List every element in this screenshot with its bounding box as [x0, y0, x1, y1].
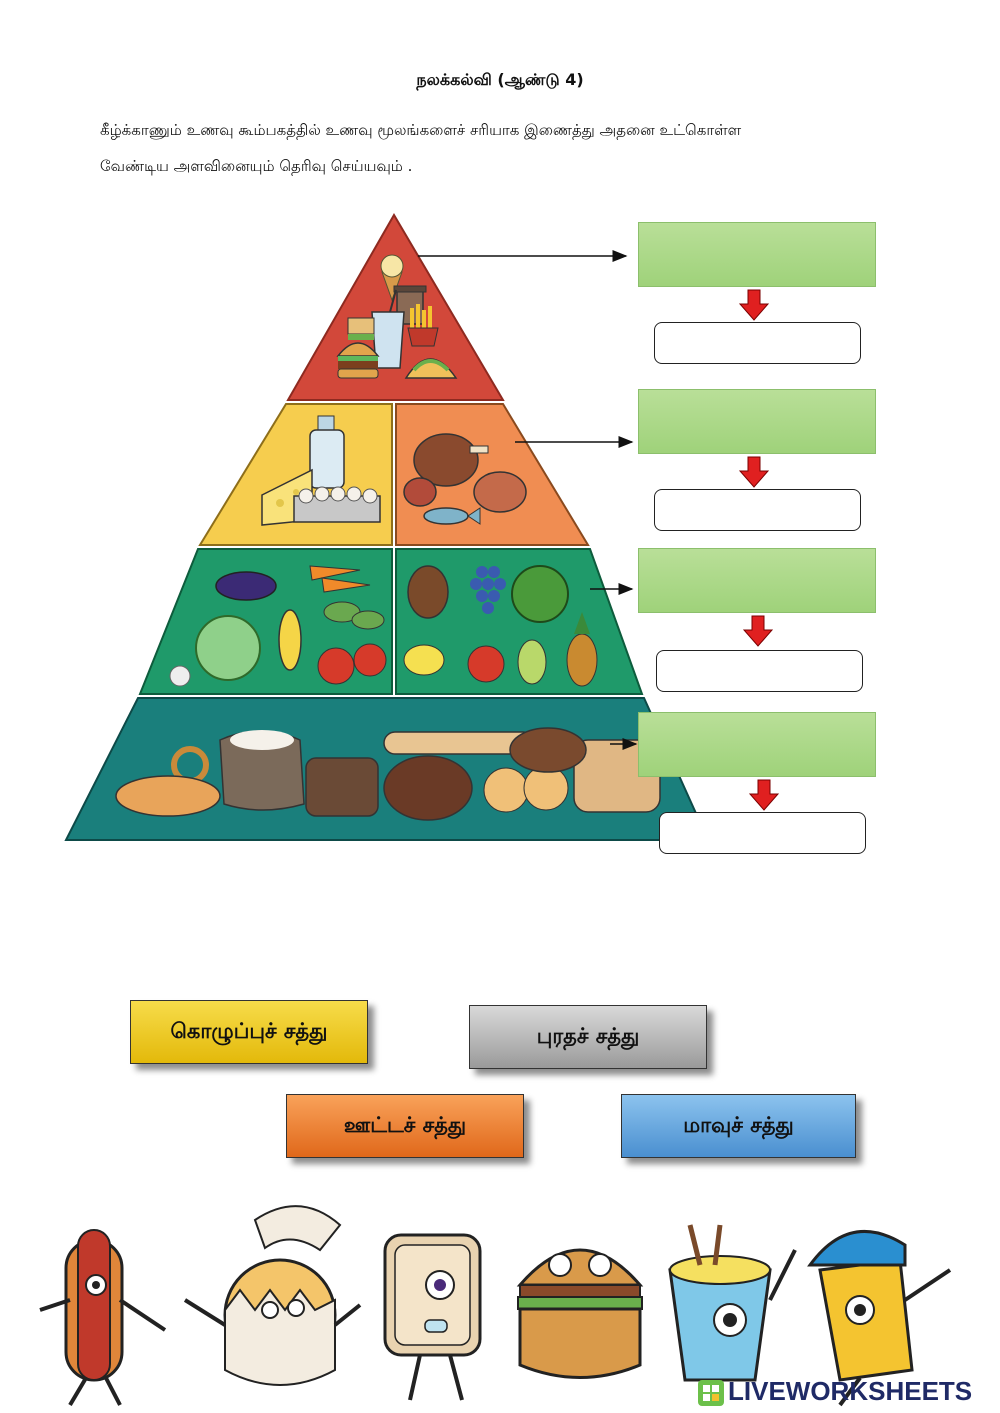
pyramid-tier-grains [64, 697, 710, 841]
burger-character-icon [516, 1248, 644, 1379]
sandwich-icon [347, 317, 375, 340]
option-protein-button[interactable]: புரதச் சத்து [469, 1005, 707, 1069]
option-fat-button[interactable]: கொழுப்புச் சத்து [130, 1000, 368, 1064]
fries-icon [407, 304, 439, 347]
fish-icon [423, 507, 481, 525]
option-carb-button[interactable]: மாவுச் சத்து [621, 1094, 856, 1158]
quantity-answer-box-1[interactable] [654, 322, 861, 364]
pear-icon [517, 639, 547, 685]
round-loaf-icon [383, 755, 473, 821]
pyramid-tier-fats [286, 213, 505, 401]
page-title: நலக்கல்வி (ஆண்டு 4) [416, 70, 584, 89]
watermelon-icon [511, 565, 569, 623]
milk-bottle-icon [309, 415, 345, 489]
option-carb-label: மாவுச் சத்து [683, 1112, 794, 1137]
baguette-icon [115, 775, 221, 817]
quantity-answer-box-2[interactable] [654, 489, 861, 531]
down-arrow-icon [742, 615, 774, 647]
down-arrow-icon [738, 289, 770, 321]
roast-chicken-icon [413, 433, 489, 487]
instruction-line-1: கீழ்க்காணும் உணவு கூம்பகத்தில் உணவு மூலங… [100, 121, 742, 139]
option-vitamin-button[interactable]: ஊட்டச் சத்து [286, 1094, 524, 1158]
tomato-icon [317, 643, 387, 685]
grapes-icon [470, 566, 506, 614]
sandwich-character-icon [383, 1233, 482, 1401]
cabbage-icon [195, 615, 261, 681]
carrot-icon [309, 565, 371, 593]
burger-icon [336, 342, 380, 379]
noodle-cup-character-icon [668, 1224, 797, 1382]
drop-zone-tier-1[interactable] [638, 222, 876, 287]
garlic-icon [169, 665, 191, 687]
apple-icon [467, 645, 505, 683]
option-fat-label: கொழுப்புச் சத்து [170, 1018, 328, 1043]
quantity-answer-box-4[interactable] [659, 812, 866, 854]
flour-sack-icon [219, 730, 305, 811]
brand-wordmark: LIVEWORKSHEETS [728, 1376, 973, 1406]
drop-zone-tier-2[interactable] [638, 389, 876, 454]
hotdog-character-icon [39, 1229, 167, 1407]
coconut-icon [407, 565, 449, 619]
pyramid-tier-vegetables-fruits [138, 548, 644, 695]
drop-zone-tier-4[interactable] [638, 712, 876, 777]
instruction-line-2: வேண்டிய அளவினையும் தெரிவு செய்யவும் . [100, 157, 413, 175]
liveworksheets-logo-icon [698, 1380, 724, 1406]
brown-bread-icon [305, 757, 379, 817]
eggplant-icon [215, 571, 277, 601]
down-arrow-icon [738, 456, 770, 488]
corn-icon [278, 609, 302, 671]
pineapple-icon [566, 612, 598, 687]
down-arrow-icon [748, 779, 780, 811]
egg-character-icon [183, 1205, 362, 1386]
option-protein-label: புரதச் சத்து [536, 1023, 640, 1048]
drink-cup-character-icon [807, 1229, 952, 1407]
cucumber-icon [323, 601, 385, 630]
food-characters-illustration [39, 1205, 952, 1407]
taco-icon [404, 358, 458, 379]
buns-icon [483, 765, 569, 813]
quantity-answer-box-3[interactable] [656, 650, 863, 692]
soda-cup-icon [371, 289, 405, 369]
meat-icon [403, 471, 527, 513]
option-vitamin-label: ஊட்டச் சத்து [343, 1112, 467, 1137]
eggs-icon [293, 486, 381, 523]
drop-zone-tier-3[interactable] [638, 548, 876, 613]
food-pyramid [64, 213, 780, 841]
lemon-icon [403, 644, 445, 676]
bread-dome-icon [509, 727, 587, 773]
pyramid-tier-dairy-protein [198, 403, 590, 546]
